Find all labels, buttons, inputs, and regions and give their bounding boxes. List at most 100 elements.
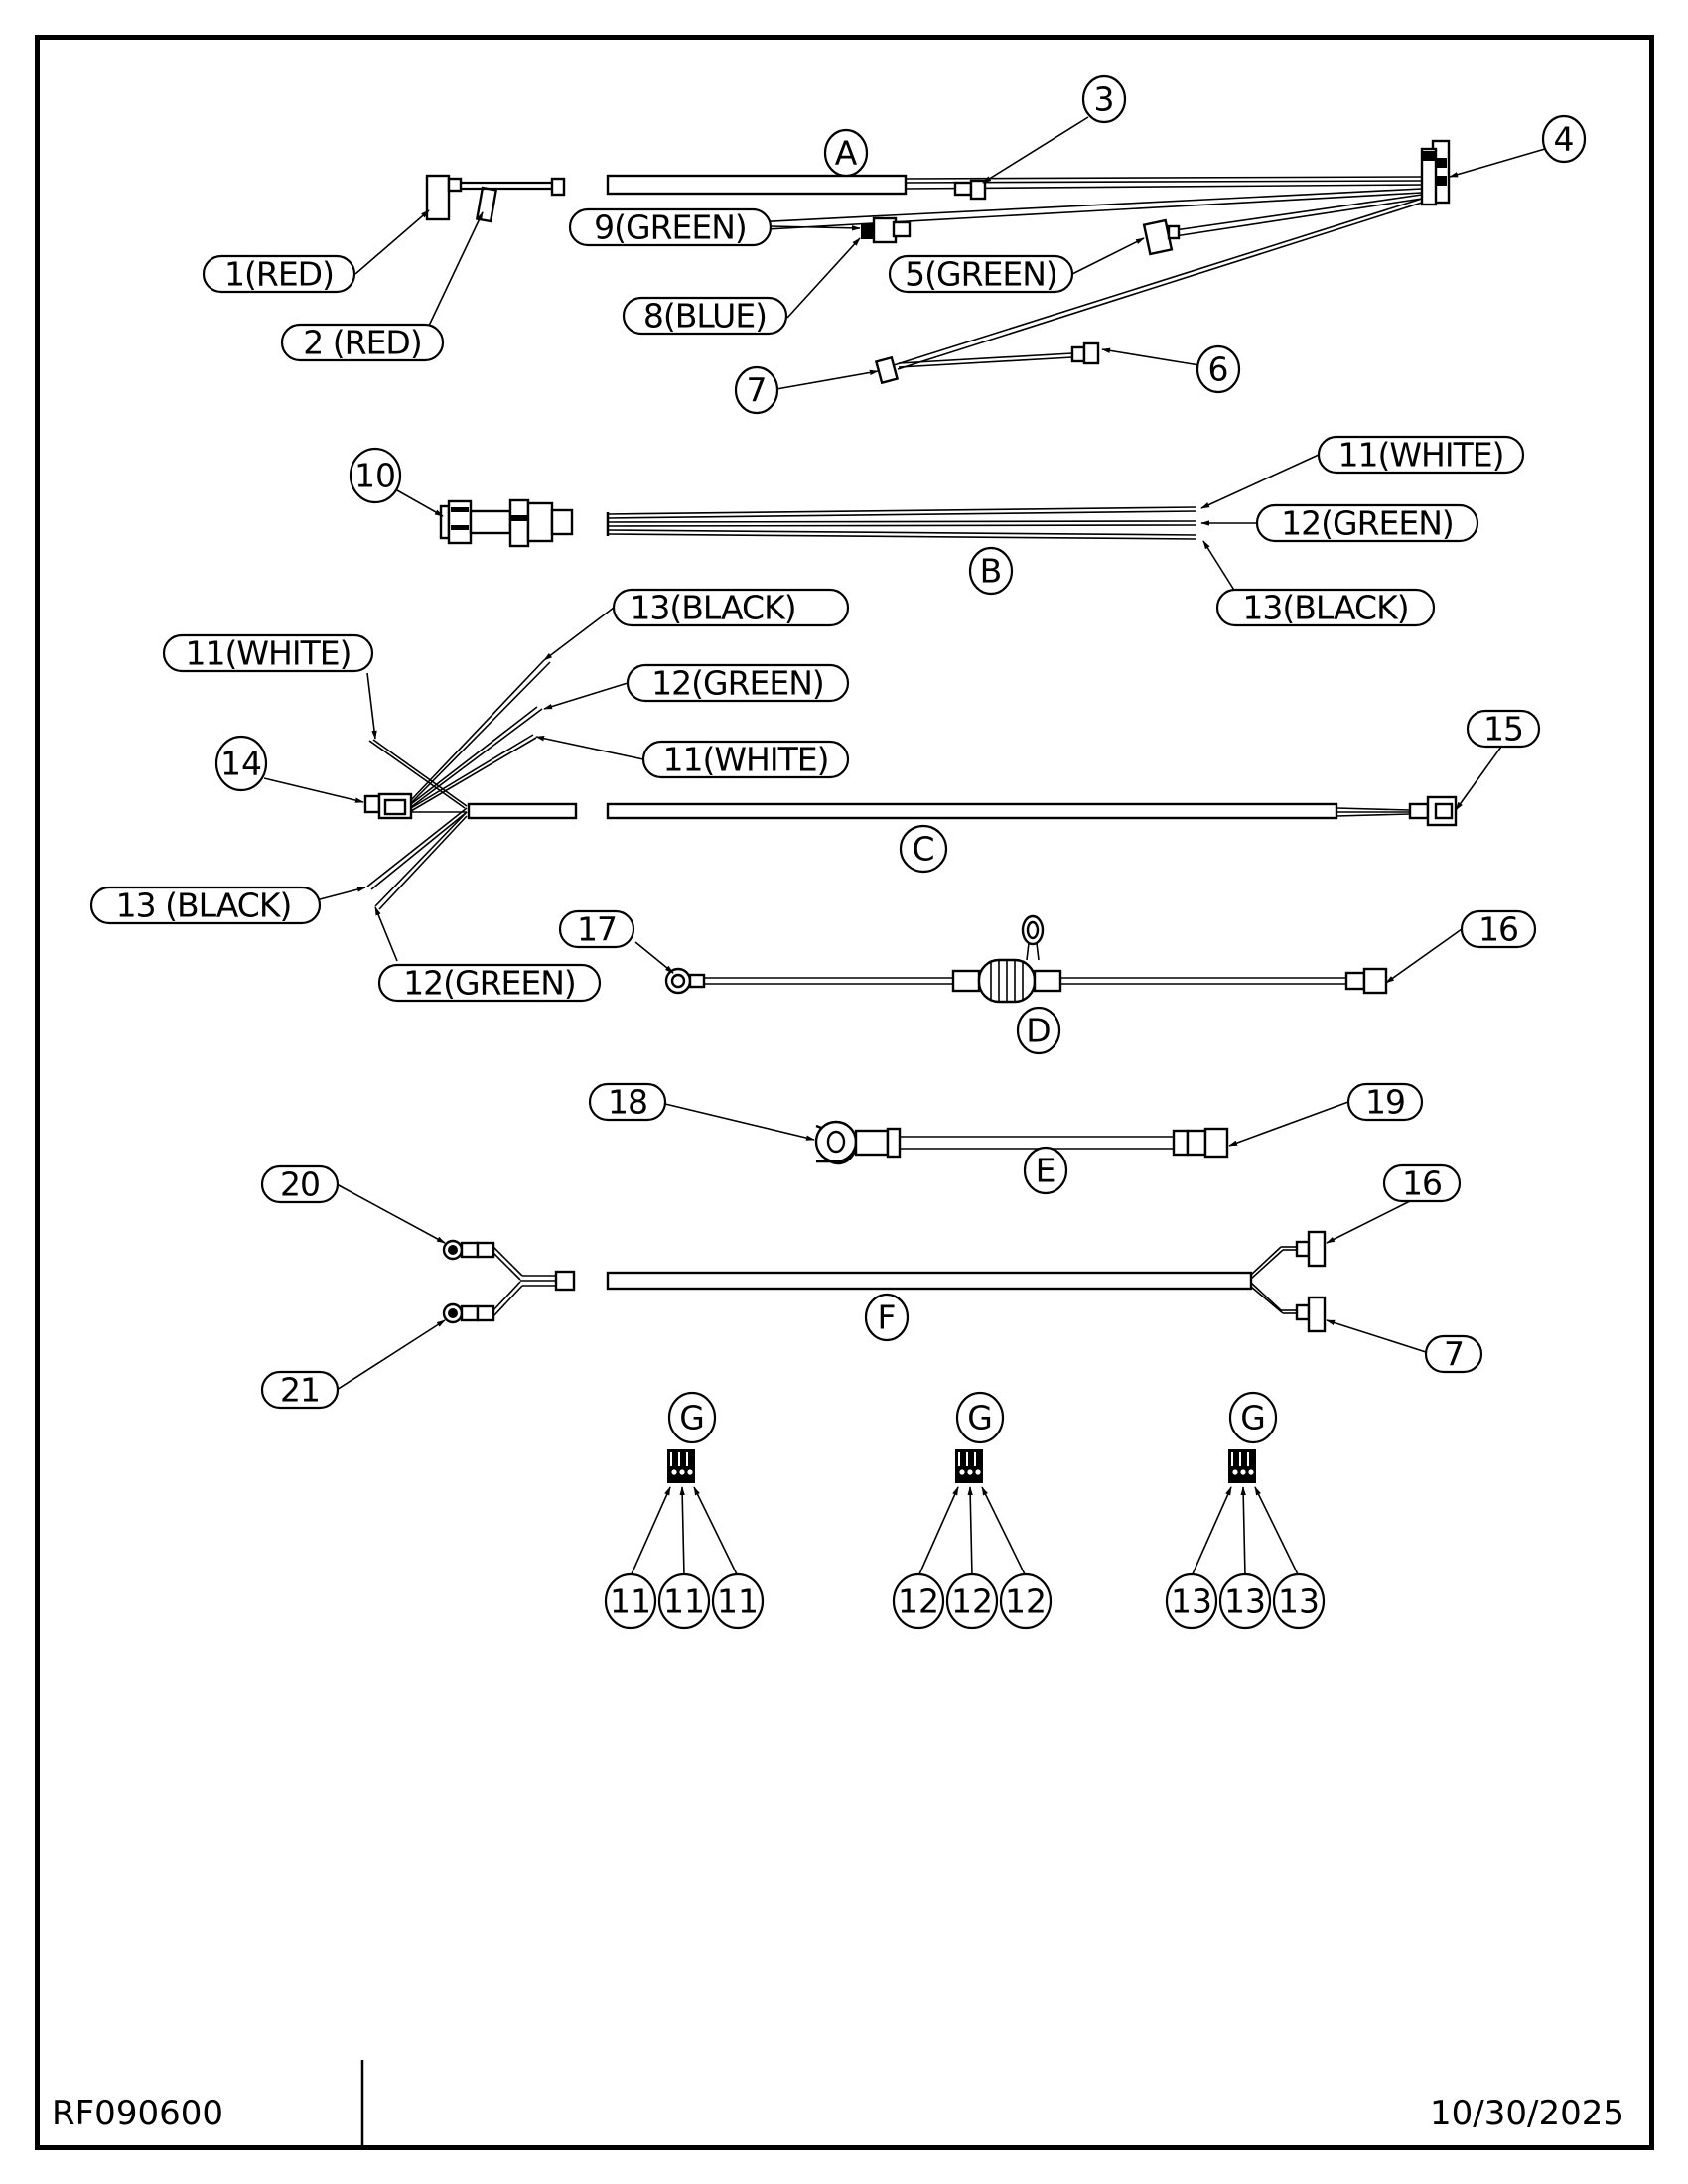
g-pin-callout [604,1572,657,1630]
assembly-label-c-text: C [912,830,934,869]
callout-10 [349,447,402,504]
connector-10-front [439,504,451,540]
g-pin-callout-text: 11 [717,1582,759,1621]
assembly-label-g [955,1391,1005,1444]
callout-16-d-text: 16 [1478,910,1518,949]
callout-21: 21 [260,1371,340,1410]
callout-5-text: 5(GREEN) [905,255,1057,294]
assembly-label-g-text: G [967,1399,993,1437]
callout-2-red: 2 (RED) [280,324,445,362]
callout-5-green: 5(GREEN) [888,255,1074,294]
callout-2-text: 2 (RED) [303,324,421,362]
callout-c-11-white-left: 11(WHITE) [162,634,374,673]
callout-9-green: 9(GREEN) [568,208,773,247]
callout-16-f-text: 16 [1402,1164,1442,1203]
connector-14 [363,794,381,814]
g-pin-callout [892,1572,945,1630]
callout-15-text: 15 [1483,710,1523,749]
assembly-c [363,659,1458,910]
callout-20-text: 20 [280,1165,320,1204]
assembly-f [442,1230,1327,1333]
callout-15: 15 [1466,710,1541,749]
g-pin-callout [999,1572,1053,1630]
callout-4-text: 4 [1554,120,1575,159]
callout-20: 20 [260,1165,340,1204]
g-pin-callout [711,1572,765,1630]
assembly-label-e-text: E [1036,1152,1056,1190]
assembly-label-g [667,1391,717,1444]
callout-7-a-text: 7 [747,371,768,410]
callout-19-text: 19 [1365,1083,1405,1122]
callout-3 [1081,74,1127,124]
callout-b-11-white: 11(WHITE) [1317,436,1525,475]
connector-1 [425,174,451,221]
callout-c-13-top-text: 13(BLACK) [630,589,795,627]
g-pin-callout-text: 12 [898,1582,939,1621]
connector-6-body [1070,345,1086,363]
callout-17-text: 17 [577,910,617,949]
assembly-label-d [1016,1006,1061,1055]
callout-b-11-text: 11(WHITE) [1338,436,1504,475]
callout-14-text: 14 [220,745,262,783]
callout-c-12-green-bottom: 12(GREEN) [377,964,602,1003]
callout-1-text: 1(RED) [224,255,334,294]
callout-b-13-text: 13(BLACK) [1242,589,1408,627]
g-pin-callout [1218,1572,1272,1630]
assembly-e [814,1120,1229,1165]
assembly-label-a-text: A [835,134,858,173]
callout-7-f-text: 7 [1444,1335,1464,1374]
callout-14 [214,735,268,792]
callout-7-f: 7 [1424,1335,1483,1374]
sleeve-a [606,174,908,196]
connector-16-f [1307,1230,1327,1268]
connector-2 [475,186,498,223]
part-number: RF090600 [52,2094,223,2133]
g-pin-callout-text: 12 [951,1582,993,1621]
callout-18: 18 [588,1083,667,1122]
g-pin-callout [1165,1572,1218,1630]
callout-16-d: 16 [1460,910,1537,949]
assembly-d [664,914,1388,1004]
callout-4 [1541,114,1587,164]
g-pin-callout [945,1572,999,1630]
callout-c-13-black-bottom: 13 (BLACK) [89,887,322,925]
assembly-label-g-text: G [1240,1399,1266,1437]
connector-1-neck [447,177,463,193]
callout-3-text: 3 [1094,80,1115,119]
assembly-a [425,139,1451,385]
callout-b-12-text: 12(GREEN) [1281,504,1454,543]
assembly-label-c [899,824,948,874]
callout-18-text: 18 [608,1083,647,1122]
connector-8 [861,223,873,239]
plug-end-a-left [550,177,566,197]
assembly-b [439,498,1197,548]
g-pin-callout-text: 13 [1171,1582,1212,1621]
assembly-label-b [968,546,1014,596]
sleeve-f [606,1271,1253,1291]
callout-17: 17 [558,910,635,949]
connector-7-f [1307,1296,1327,1333]
callout-16-f: 16 [1382,1164,1462,1203]
g-pin-callout-text: 11 [663,1582,705,1621]
g-pin-callout-text: 13 [1278,1582,1320,1621]
drawing-date: 10/30/2025 [1430,2094,1624,2133]
callout-6-text: 6 [1208,350,1229,389]
assembly-label-a [823,128,869,178]
callout-c-12-bot-text: 12(GREEN) [403,964,576,1003]
callout-7-a [734,365,779,415]
assembly-label-g [1228,1391,1278,1444]
callout-19: 19 [1346,1083,1424,1122]
assembly-label-f [864,1293,910,1342]
connector-9 [872,216,898,244]
assembly-label-e [1023,1146,1068,1195]
callout-c-12-green-top: 12(GREEN) [626,664,850,703]
callout-1-red: 1(RED) [202,255,356,294]
callout-8-text: 8(BLUE) [643,297,767,336]
assembly-label-b-text: B [980,552,1003,591]
callout-b-12-green: 12(GREEN) [1255,504,1479,543]
callout-9-text: 9(GREEN) [594,208,747,247]
callout-10-text: 10 [354,457,396,495]
